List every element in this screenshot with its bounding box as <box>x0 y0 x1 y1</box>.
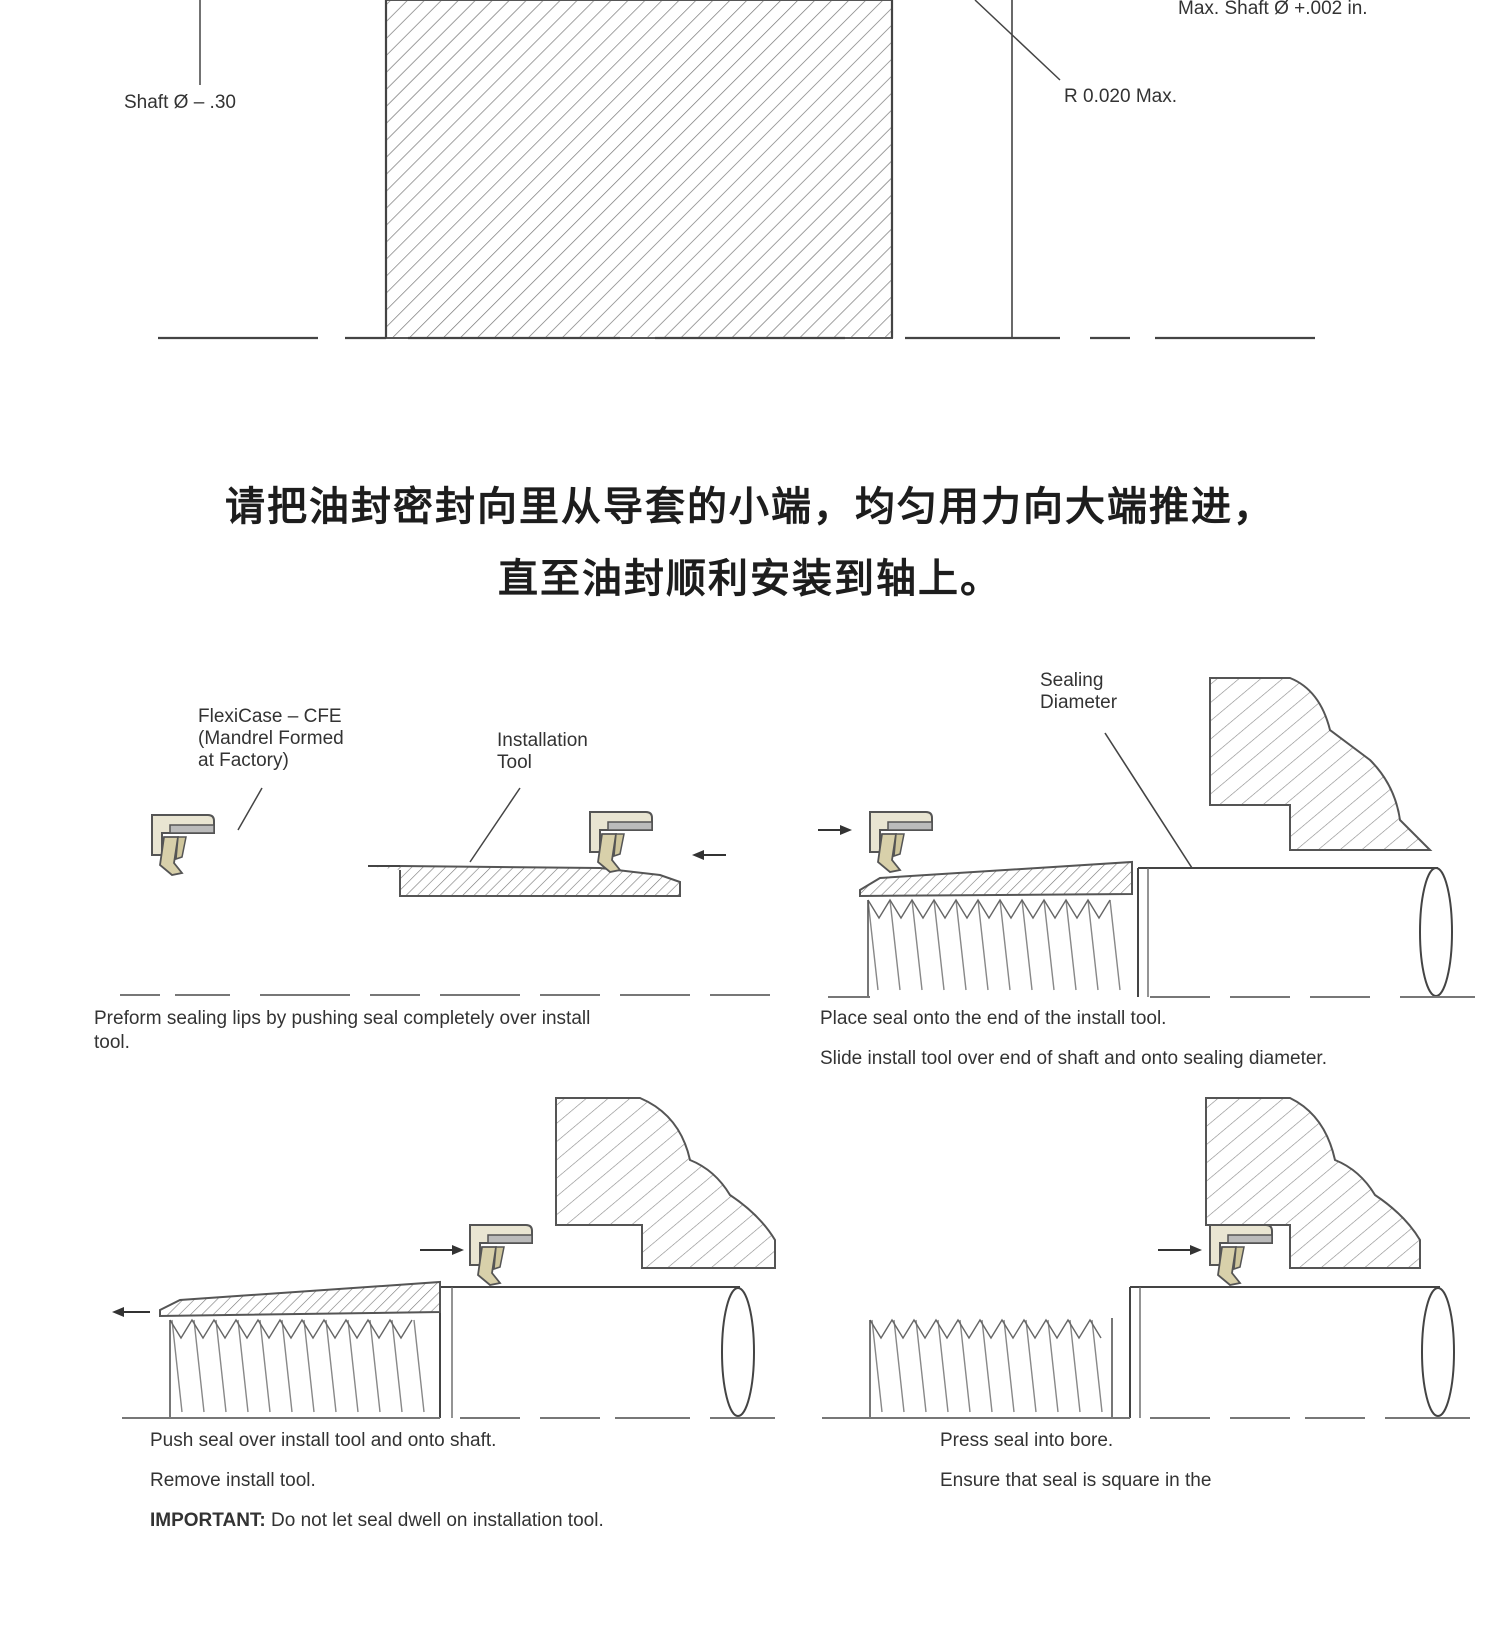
install-tool-3 <box>159 1280 441 1318</box>
sealing-leader <box>1104 732 1193 869</box>
bore-housing-2 <box>1209 677 1433 851</box>
step3-caption: Push seal over install tool and onto sha… <box>150 1430 604 1531</box>
seal-on-tool <box>589 811 653 873</box>
step1-caption: Preform sealing lips by pushing seal com… <box>94 1008 591 1053</box>
step4-caption: Press seal into bore. Ensure that seal i… <box>940 1430 1212 1491</box>
seal-4 <box>1209 1224 1273 1286</box>
step4-drawing <box>822 1097 1470 1419</box>
bore-housing-3 <box>555 1097 776 1269</box>
step2-caption: Place seal onto the end of the install t… <box>820 1008 1327 1069</box>
step2-drawing <box>818 677 1475 998</box>
seal-3 <box>469 1224 533 1286</box>
top-shaft-drawing <box>158 0 1315 340</box>
step1-drawing <box>120 787 770 996</box>
instruction-heading-line1: 请把油封密封向里从导套的小端，均匀用力向大端推进， <box>225 484 1275 530</box>
label-max-shaft: Max. Shaft Ø +.002 in. <box>1178 0 1368 19</box>
install-tool <box>368 865 681 897</box>
label-radius: R 0.020 Max. <box>1064 86 1177 107</box>
important-label: IMPORTANT: <box>150 1510 266 1531</box>
step3-drawing <box>112 1097 776 1419</box>
seal-2 <box>869 811 933 873</box>
seal-flexicase <box>151 814 215 876</box>
tool-leader <box>469 787 521 863</box>
bore-housing-4 <box>1205 1097 1421 1269</box>
label-shaft-dia: Shaft Ø – .30 <box>124 92 236 113</box>
label-installation-tool: Installation Tool <box>497 730 588 773</box>
radius-leader <box>974 0 1061 81</box>
label-sealing-diameter: Sealing Diameter <box>1040 670 1118 713</box>
shaft-section <box>385 0 893 339</box>
label-flexicase: FlexiCase – CFE (Mandrel Formed at Facto… <box>198 706 344 771</box>
instruction-heading-line2: 直至油封顺利安装到轴上。 <box>498 556 1002 602</box>
flexicase-leader <box>237 787 263 831</box>
install-tool-2 <box>859 860 1133 898</box>
